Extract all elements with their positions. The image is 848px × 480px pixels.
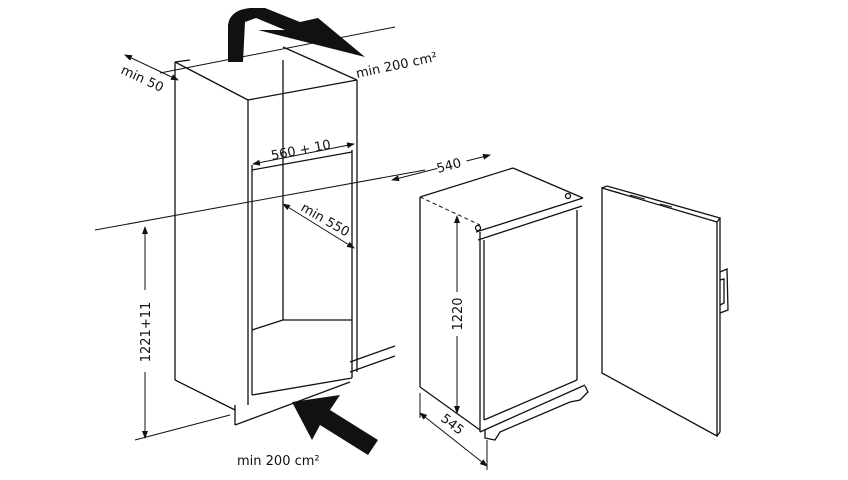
niche-width-dimension: 560 + 10 — [252, 138, 355, 166]
niche-height-label: 1221+11 — [139, 302, 154, 363]
appliance-depth-dimension: 545 — [419, 393, 488, 470]
top-airflow-arrow — [228, 8, 365, 62]
rear-gap-label: min 50 — [118, 63, 165, 96]
appliance-drawing — [419, 167, 589, 441]
niche-depth-dimension: min 550 — [282, 200, 355, 249]
top-vent-label: min 200 cm² — [355, 50, 439, 82]
bottom-airflow-arrow — [292, 395, 378, 455]
rear-gap-dimension: min 50 — [118, 54, 179, 96]
niche-depth-label: min 550 — [298, 200, 352, 240]
furniture-door-panel — [601, 185, 729, 438]
appliance-height-label: 1220 — [451, 297, 466, 330]
niche-drawing — [94, 26, 426, 441]
appliance-depth-label: 545 — [438, 411, 467, 438]
bottom-vent-label: min 200 cm² — [237, 454, 320, 469]
appliance-width-dimension: 540 — [391, 153, 491, 182]
door-handle-icon — [719, 268, 729, 314]
appliance-width-label: 540 — [435, 156, 463, 177]
niche-width-label: 560 + 10 — [270, 138, 332, 164]
appliance-height-dimension: 1220 — [450, 215, 466, 414]
niche-height-dimension: 1221+11 — [138, 226, 154, 439]
